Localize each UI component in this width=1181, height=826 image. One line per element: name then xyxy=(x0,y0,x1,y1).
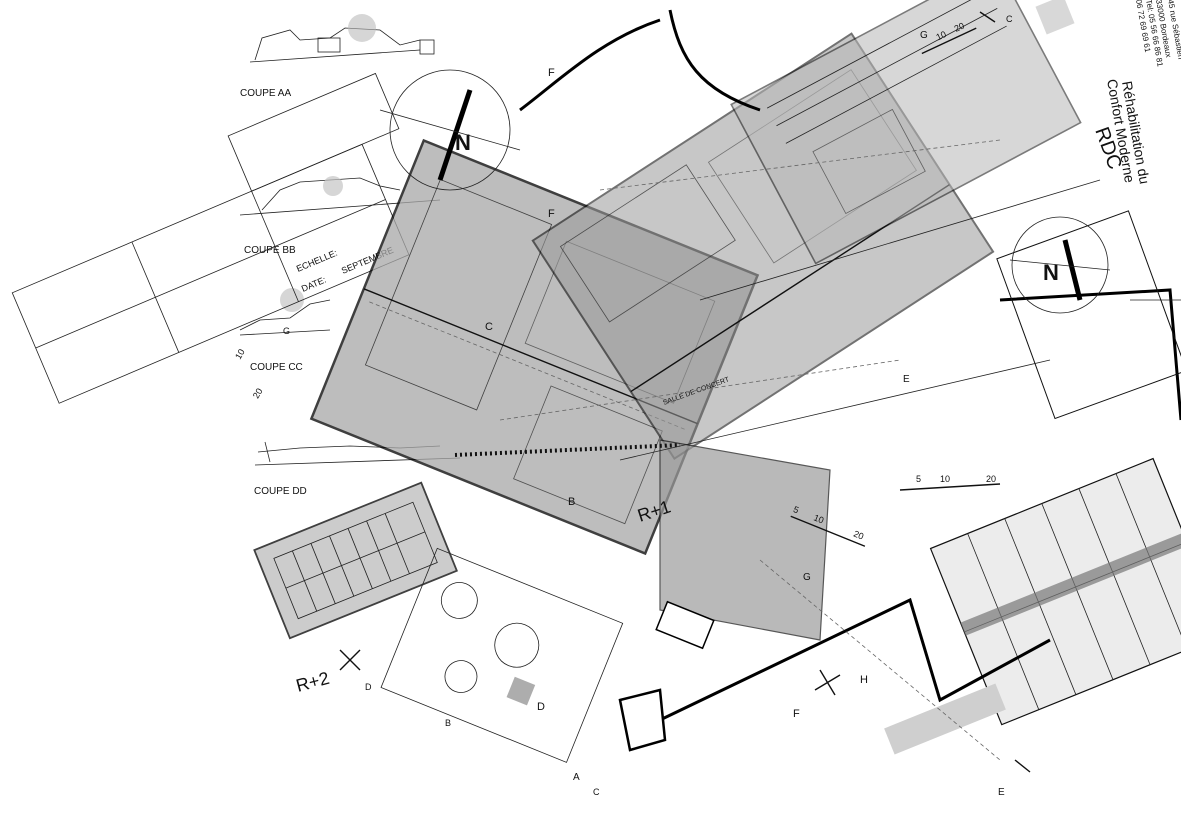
scale-top-20: 20 xyxy=(953,21,966,34)
scale-left-10: 10 xyxy=(233,347,247,361)
north-arrow-right: N xyxy=(1009,216,1111,314)
access-curve-2 xyxy=(668,9,761,112)
letter-h: H xyxy=(860,674,868,686)
letter-c2: C xyxy=(593,787,600,797)
garden-plaza xyxy=(380,547,624,763)
floor-plan-r2 xyxy=(253,481,458,640)
scale-bar-top: 10 20 xyxy=(921,21,977,55)
title-block xyxy=(11,72,410,404)
grey-strip-top xyxy=(1035,0,1075,35)
right-wing-outline xyxy=(996,210,1181,421)
section-cut-markers xyxy=(339,11,1031,773)
grey-strip-bottom xyxy=(884,683,1006,755)
letter-f3: F xyxy=(548,67,555,79)
bottom-annex xyxy=(655,600,715,650)
section-label-bb: COUPE BB xyxy=(244,245,296,256)
scale-center-10: 10 xyxy=(812,512,825,525)
section-label-aa: COUPE AA xyxy=(240,88,291,99)
scale-right-5: 5 xyxy=(916,474,921,484)
letter-g2: G xyxy=(920,30,928,41)
letter-c3: C xyxy=(1006,14,1013,24)
scale-bar-right: 5 10 20 xyxy=(899,474,1001,491)
section-label-cc: COUPE CC xyxy=(250,362,303,373)
corridor-band xyxy=(454,439,831,641)
north-arrow-top-label: N xyxy=(455,130,471,155)
letter-f2: F xyxy=(793,708,800,720)
letter-g3: G xyxy=(283,326,290,336)
site-boundary xyxy=(659,597,1051,722)
letter-g: G xyxy=(803,572,811,583)
letter-e2: E xyxy=(903,374,910,385)
north-arrow-right-label: N xyxy=(1043,260,1059,285)
letter-c: C xyxy=(485,321,493,333)
scale-center-5: 5 xyxy=(792,504,800,515)
section-strip-cc xyxy=(239,288,331,336)
letter-d2: D xyxy=(365,682,372,692)
north-arrow-top: N xyxy=(379,69,521,191)
title-block-echelle: ECHELLE: xyxy=(295,248,339,274)
letter-b: B xyxy=(568,496,575,508)
section-label-dd: COUPE DD xyxy=(254,486,307,497)
letter-b2: B xyxy=(445,718,451,728)
access-curve xyxy=(519,18,661,112)
floor-plan-upper xyxy=(730,0,1082,265)
scale-right-10: 10 xyxy=(940,474,950,484)
scale-bar-center: 5 10 20 xyxy=(790,504,866,547)
site-boundary-notch xyxy=(618,688,667,752)
construction-lines xyxy=(499,139,1101,761)
canopy-structure xyxy=(929,457,1181,726)
letter-e: E xyxy=(998,787,1005,798)
section-strip-aa xyxy=(249,14,435,63)
letter-d: D xyxy=(537,701,545,713)
letter-f: F xyxy=(548,208,555,220)
level-label-r2: R+2 xyxy=(294,668,332,696)
scale-center-20: 20 xyxy=(852,529,865,542)
scale-left-20: 20 xyxy=(251,386,265,400)
scale-top-10: 10 xyxy=(935,29,948,42)
scale-right-20: 20 xyxy=(986,474,996,484)
scale-bar-left: 10 20 xyxy=(233,347,265,400)
letter-a: A xyxy=(573,772,580,783)
